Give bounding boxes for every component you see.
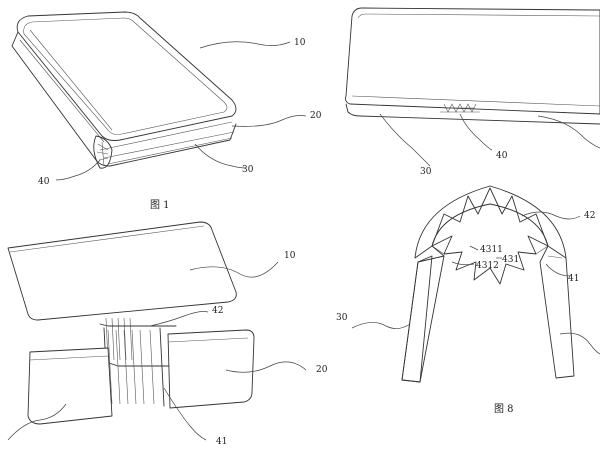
fig1-leader-30 [195,144,246,168]
fig2-label-40: 40 [496,151,508,161]
fig8-leader-30 [352,322,410,328]
fig8-label-4312: 4312 [476,261,499,271]
fig3-display-panel [8,222,236,320]
fig1-leader-10 [200,42,290,48]
fig3-label-10: 10 [284,251,296,261]
fig8-label-431: 431 [502,255,519,265]
fig8-label-30: 30 [336,313,348,323]
fig1-label-10: 10 [294,38,306,48]
fig3-leader-42 [150,312,208,327]
figure-2: 30 40 [346,8,600,177]
fig2-label-30: 30 [420,167,432,177]
fig8-leader-4311 [470,246,478,250]
figure-8: 42 4311 431 4312 41 30 图 8 [336,186,600,415]
fig3-label-42: 42 [212,306,223,316]
fig1-label-20: 20 [310,111,322,121]
fig3-label-20: 20 [316,365,328,375]
fig2-leader-edge [538,116,600,148]
fig8-leader-4312 [452,262,474,265]
fig1-label-40: 40 [38,177,50,187]
fig3-flex-ribbon [100,318,176,406]
fig1-leader-20 [232,116,306,127]
fig1-caption: 图 1 [150,199,170,211]
fig2-leader-30 [380,114,430,166]
fig8-caption: 图 8 [494,403,514,415]
figure-1: 10 20 30 40 图 1 [12,12,322,211]
fig8-label-4311: 4311 [480,245,503,255]
figure-3: 10 42 20 41 [8,222,328,447]
fig3-label-41: 41 [216,437,227,447]
fig8-leader-42 [522,212,580,219]
fig8-label-41: 41 [568,274,579,284]
fig1-leader-40 [56,160,100,180]
fig8-label-42: 42 [584,211,595,221]
fig8-leader-edge [560,333,600,354]
fig1-label-30: 30 [242,165,254,175]
fig2-device-body [346,8,600,124]
fig1-device-body [12,12,236,168]
